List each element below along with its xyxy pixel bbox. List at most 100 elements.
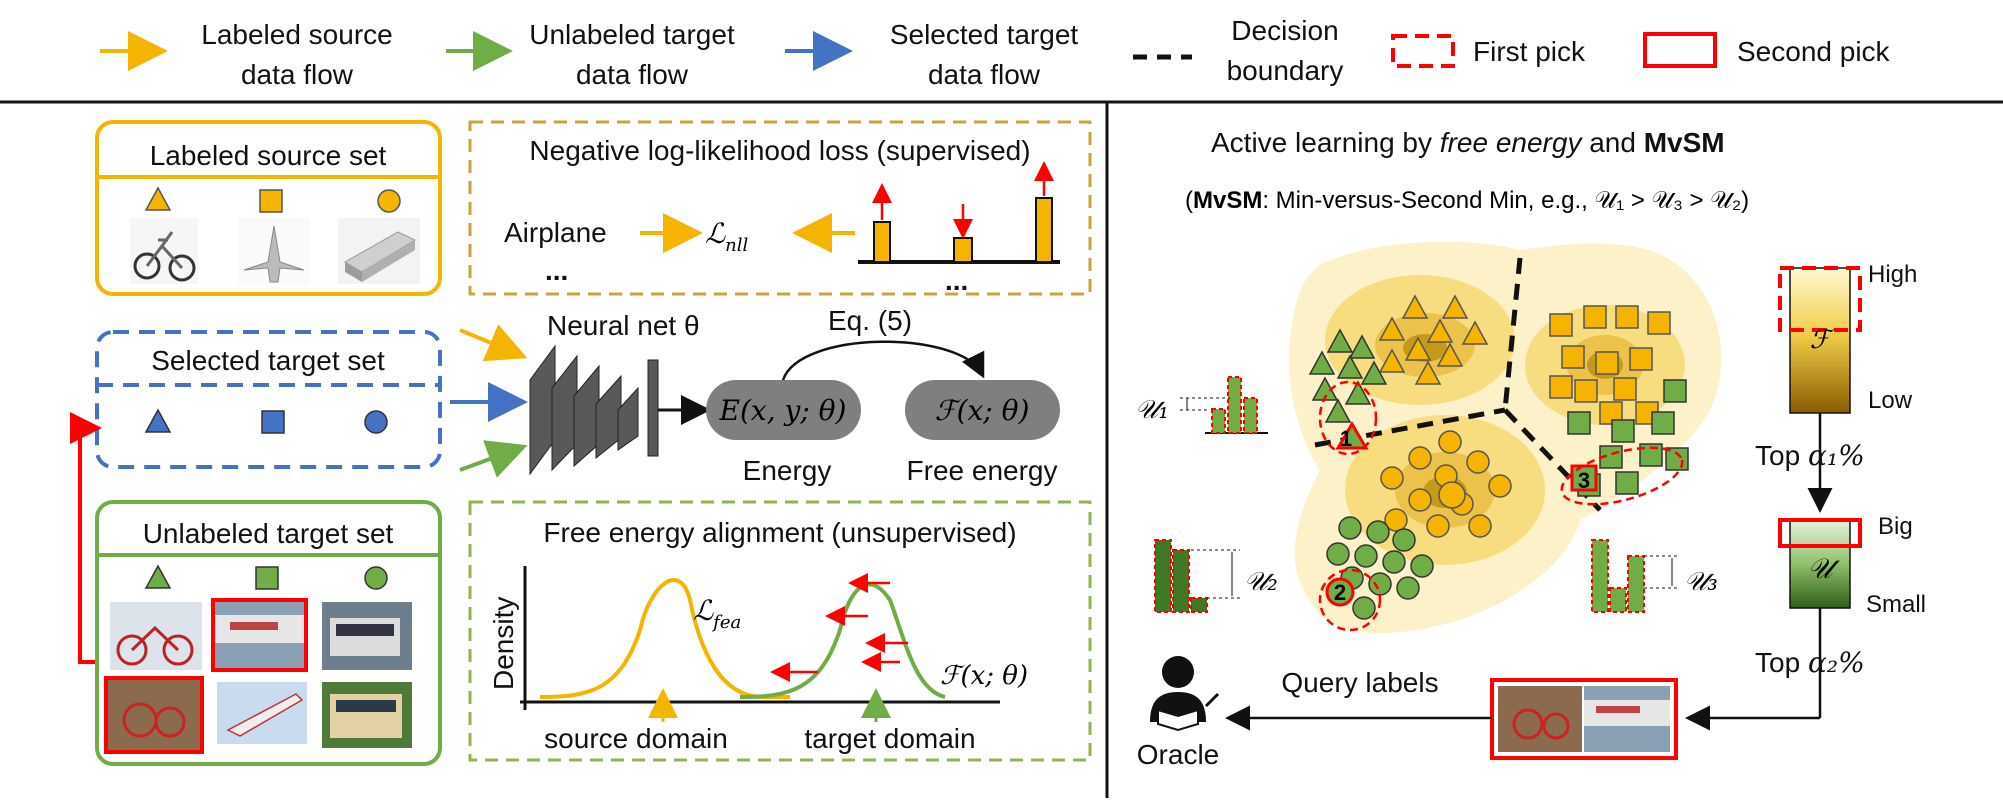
- target-square-icon: [255, 566, 279, 590]
- legend-labeled-line2: data flow: [241, 59, 354, 90]
- target-photo-bike: [110, 602, 202, 670]
- legend-second-pick-box: [1643, 32, 1717, 68]
- circle-class-icon: [377, 189, 401, 213]
- legend-boundary-line2: boundary: [1227, 55, 1344, 86]
- u2-label: 𝒰₂: [1244, 567, 1278, 597]
- nll-box: [468, 120, 1092, 296]
- legend-first-pick-label: First pick: [1473, 36, 1586, 67]
- legend-boundary-line1: Decision: [1231, 15, 1338, 46]
- selected-samples: [1490, 678, 1678, 760]
- nll-ellipsis: ...: [545, 255, 568, 286]
- second-pick-region: [1778, 518, 1862, 548]
- fea-ylabel: Density: [488, 597, 519, 690]
- energy-caption: Energy: [743, 455, 832, 486]
- nll-loss-panel: Negative log-likelihood loss (supervised…: [468, 120, 1092, 296]
- source-density-curve: [539, 578, 790, 699]
- feature-space: 1 3 2: [1289, 241, 1722, 634]
- nll-bar-2: [953, 237, 973, 263]
- source-flow-arrow: [459, 324, 528, 362]
- triangle-class-icon: [144, 186, 172, 211]
- low-label: Low: [1868, 387, 1913, 414]
- nll-class-label: Airplane: [504, 217, 607, 248]
- legend-first-pick-box: [1391, 34, 1455, 68]
- high-label: High: [1868, 261, 1917, 288]
- selected-circle-icon: [364, 410, 388, 434]
- u1-label: 𝒰₁: [1135, 395, 1169, 425]
- selected-triangle-icon: [144, 408, 172, 433]
- neural-net-label: Neural net θ: [547, 310, 700, 341]
- uncertainty-ranking: 𝒰 Big Small Top α₂%: [1755, 513, 1926, 718]
- top-alpha1: Top α₁%: [1755, 439, 1865, 472]
- energy-expression: E(x, y; θ): [719, 394, 847, 427]
- u3-label: 𝒰₃: [1684, 567, 1718, 597]
- legend-unlabeled-line2: data flow: [576, 59, 689, 90]
- source-squares: [1549, 305, 1671, 425]
- free-energy-expression: ℱ(x; θ): [935, 394, 1030, 427]
- eq5-label: Eq. (5): [828, 305, 912, 336]
- target-triangles: [1308, 328, 1388, 450]
- target-domain-label: target domain: [804, 723, 975, 754]
- selected-square-icon: [261, 410, 285, 434]
- target-photo-folded-bike: [104, 676, 204, 754]
- fea-symbol: ℒfea: [693, 594, 741, 633]
- selected-target-set: Selected target set: [95, 330, 442, 469]
- nll-bar-3: [1035, 197, 1053, 263]
- bicycle-image: [130, 218, 198, 284]
- fea-title: Free energy alignment (unsupervised): [543, 517, 1016, 548]
- legend-second-pick-label: Second pick: [1737, 36, 1891, 67]
- pick-2-ellipse: [1318, 568, 1382, 632]
- target-photo-bus-2: [322, 682, 412, 748]
- legend-selected-line1: Selected target: [890, 19, 1079, 50]
- source-circles: [1380, 430, 1512, 538]
- legend-unlabeled-line1: Unlabeled target: [529, 19, 735, 50]
- nll-symbol: ℒnll: [705, 217, 749, 256]
- free-energy-bar: [1789, 267, 1851, 414]
- eq5-arrow: [781, 340, 985, 381]
- query-labels: Query labels: [1281, 667, 1438, 698]
- fea-xlabel: ℱ(x; θ): [940, 661, 1028, 691]
- free-energy-node: [905, 380, 1060, 440]
- legend-selected-line2: data flow: [928, 59, 1041, 90]
- labeled-source-title: Labeled source set: [150, 140, 387, 171]
- selected-feedback-arrow: [70, 412, 103, 664]
- uncertainty-bar: [1789, 519, 1851, 609]
- right-subtitle: (MvSM: Min-versus-Second Min, e.g., 𝒰₁ >…: [1185, 187, 1749, 214]
- source-domain-label: source domain: [544, 723, 728, 754]
- block-image: [338, 218, 420, 284]
- labeled-source-set: Labeled source set: [95, 120, 442, 296]
- second-pick-highlight: [211, 598, 308, 672]
- legend-labeled-line1: Labeled source: [201, 19, 392, 50]
- big-label: Big: [1878, 513, 1913, 540]
- pick-3-ellipse: [1560, 446, 1684, 506]
- nll-title: Negative log-likelihood loss (supervised…: [529, 135, 1030, 166]
- top-alpha2: Top α₂%: [1755, 646, 1865, 679]
- target-photo-jet: [217, 682, 307, 744]
- oracle-icon: [1150, 656, 1220, 732]
- free-energy-caption: Free energy: [907, 455, 1058, 486]
- right-title: Active learning by free energy and MvSM: [1211, 127, 1725, 158]
- unlabeled-target-set: Unlabeled target set: [95, 500, 442, 766]
- target-photo-airplane: [211, 598, 308, 672]
- pick-1-ellipse: [1318, 380, 1378, 456]
- fea-box: [468, 500, 1092, 762]
- energy-node: [706, 380, 861, 440]
- airplane-image: [238, 218, 310, 284]
- u3-plot: 𝒰₃: [1591, 539, 1718, 613]
- unlabeled-target-title: Unlabeled target set: [143, 518, 394, 549]
- target-density-curve: [739, 582, 946, 699]
- oracle-label: Oracle: [1137, 739, 1219, 770]
- square-class-icon: [259, 189, 283, 213]
- u1-plot: 𝒰₁: [1135, 376, 1268, 434]
- target-circles: [1326, 516, 1434, 620]
- first-pick-region: [1778, 266, 1862, 332]
- second-pick-highlight-2: [104, 676, 204, 754]
- pick-2-label: 2: [1334, 580, 1346, 605]
- target-circle-icon: [364, 566, 388, 590]
- nll-bar-1: [873, 221, 891, 263]
- source-triangles: [1378, 294, 1489, 385]
- free-energy-ranking: ℱ High Low Top α₁%: [1755, 261, 1917, 513]
- small-label: Small: [1866, 591, 1926, 618]
- target-flow-arrow: [459, 440, 528, 478]
- selected-target-title: Selected target set: [151, 345, 385, 376]
